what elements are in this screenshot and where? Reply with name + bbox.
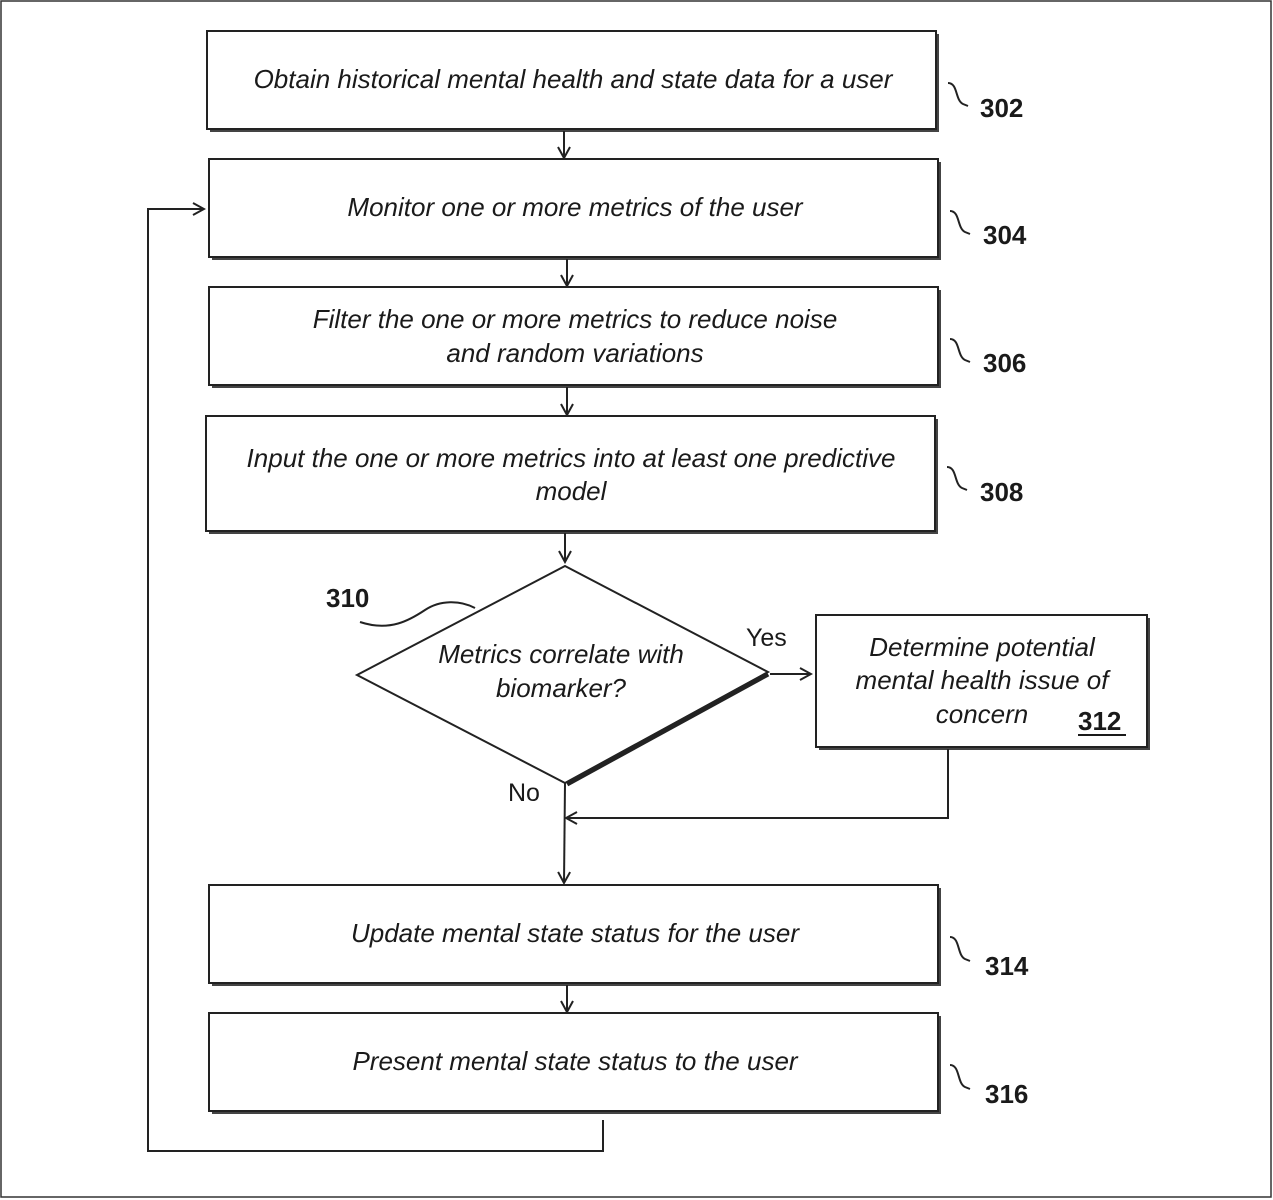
step-306-text-line2: and random variations bbox=[446, 338, 703, 368]
step-312-text-line3: concern bbox=[936, 699, 1029, 729]
step-312-text-line2: mental health issue of bbox=[856, 665, 1112, 695]
step-306-text-line1: Filter the one or more metrics to reduce… bbox=[313, 304, 838, 334]
step-308-text-line1: Input the one or more metrics into at le… bbox=[247, 443, 896, 473]
ref-314: 314 bbox=[985, 951, 1029, 981]
decision-310-text-line1: Metrics correlate with bbox=[438, 639, 684, 669]
step-312: Determine potential mental health issue … bbox=[815, 614, 1150, 750]
ref-308: 308 bbox=[980, 477, 1023, 507]
step-314: Update mental state status for the user bbox=[208, 884, 941, 986]
decision-310-text-line2: biomarker? bbox=[496, 673, 627, 703]
no-label: No bbox=[508, 779, 540, 807]
ref-316: 316 bbox=[985, 1079, 1028, 1109]
step-314-text: Update mental state status for the user bbox=[351, 918, 800, 948]
ref-310-leader bbox=[359, 601, 476, 627]
step-316-text: Present mental state status to the user bbox=[352, 1046, 798, 1076]
step-304: Monitor one or more metrics of the user bbox=[208, 158, 941, 260]
yes-label: Yes bbox=[746, 624, 787, 652]
ref-306-leader bbox=[949, 338, 971, 363]
ref-304-leader bbox=[949, 210, 971, 235]
ref-308-leader bbox=[946, 466, 968, 491]
arrow-312-merge bbox=[566, 749, 949, 818]
ref-310: 310 bbox=[326, 583, 369, 613]
arrow-310-314 bbox=[564, 782, 565, 883]
ref-302: 302 bbox=[980, 93, 1023, 123]
ref-314-leader bbox=[949, 936, 971, 962]
step-308-text-line2: model bbox=[536, 476, 608, 506]
ref-302-leader bbox=[947, 82, 969, 107]
ref-312: 312 bbox=[1078, 706, 1121, 736]
step-302-text: Obtain historical mental health and stat… bbox=[254, 64, 894, 94]
decision-310: Metrics correlate with biomarker? bbox=[354, 564, 771, 787]
step-308: Input the one or more metrics into at le… bbox=[205, 415, 938, 534]
ref-304: 304 bbox=[983, 220, 1027, 250]
ref-316-leader bbox=[949, 1064, 971, 1090]
step-312-text-line1: Determine potential bbox=[869, 632, 1096, 662]
step-316: Present mental state status to the user bbox=[208, 1012, 941, 1114]
step-304-text: Monitor one or more metrics of the user bbox=[347, 192, 804, 222]
step-302: Obtain historical mental health and stat… bbox=[206, 30, 939, 132]
arrow-loop-316-304 bbox=[147, 209, 604, 1152]
ref-306: 306 bbox=[983, 348, 1026, 378]
step-306: Filter the one or more metrics to reduce… bbox=[208, 286, 941, 388]
